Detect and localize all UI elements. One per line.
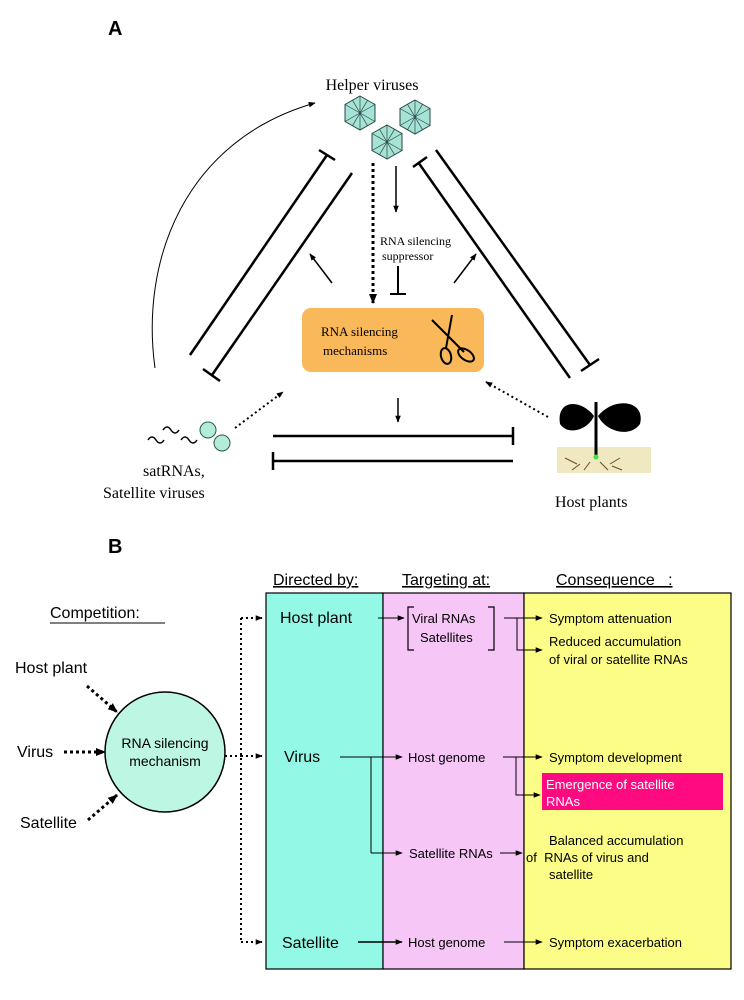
consequence-emergence-1: Emergence of satellite	[546, 777, 675, 792]
suppressor-label-2: suppressor	[382, 249, 433, 263]
suppressor-inhibition	[390, 266, 406, 295]
targeting-column	[382, 592, 525, 970]
directed-virus: Virus	[284, 749, 320, 766]
target-bracket	[407, 606, 495, 651]
curved-arrow	[151, 102, 316, 369]
consequence-balanced-2: of RNAs of virus and	[526, 850, 649, 865]
directed-satellite: Satellite	[282, 935, 339, 952]
consequence-balanced-1: Balanced accumulation	[549, 833, 683, 848]
header-consequence: Consequence :	[556, 572, 673, 589]
competitor-satellite: Satellite	[20, 815, 77, 832]
sat-label-1: satRNAs,	[143, 463, 205, 480]
left-inhibition-lines	[188, 148, 354, 383]
plant-icon	[557, 402, 651, 473]
targets-to-consequence-arrows	[500, 615, 543, 945]
left-small-arrow	[309, 253, 333, 284]
virus-to-satellite-rnas-arrow	[370, 757, 403, 856]
rna-silencing-circle	[104, 691, 226, 813]
satellite-to-circle-arrow	[87, 793, 118, 822]
circle-label-2: mechanism	[129, 753, 201, 769]
right-small-arrow	[453, 253, 477, 284]
sat-label-2: Satellite viruses	[103, 485, 205, 502]
right-inhibition-lines	[412, 149, 600, 379]
directed-column	[265, 592, 384, 970]
circle-label-1: RNA silencing	[121, 735, 208, 751]
circle-fanout	[225, 615, 263, 945]
consequence-symptom-development: Symptom development	[549, 750, 682, 765]
mechanisms-label-1: RNA silencing	[321, 324, 398, 339]
mechanisms-label-2: mechanisms	[323, 343, 387, 358]
competition-label: Competition:	[50, 605, 140, 622]
target-satellite-rnas: Satellite RNAs	[409, 846, 493, 861]
panel-a-label: A	[108, 18, 122, 40]
host-to-circle-arrow	[86, 684, 118, 714]
target-host-genome-2: Host genome	[408, 935, 485, 950]
suppressor-label-1: RNA silencing	[380, 234, 451, 248]
consequence-symptom-exacerbation: Symptom exacerbation	[549, 935, 682, 950]
horizontal-inhibition-lines	[271, 427, 515, 470]
panel-b-label: B	[108, 536, 122, 558]
emergence-highlight	[542, 773, 723, 810]
competitor-virus: Virus	[17, 744, 53, 761]
directed-host-plant: Host plant	[280, 610, 353, 627]
consequence-emergence-2: RNAs	[546, 794, 580, 809]
host-plants-label: Host plants	[555, 494, 627, 511]
helper-viruses-label: Helper viruses	[326, 77, 419, 94]
satellite-particle-icon	[147, 421, 231, 452]
scissors-icon	[431, 314, 475, 365]
host-dotted-arrow	[485, 381, 549, 418]
consequence-balanced-3: satellite	[549, 867, 593, 882]
header-targeting: Targeting at:	[402, 572, 490, 589]
competitor-host-plant: Host plant	[15, 660, 88, 677]
icosahedral-virus-icon	[344, 95, 431, 160]
target-host-genome-1: Host genome	[408, 750, 485, 765]
rna-silencing-box	[302, 308, 484, 372]
target-viral-rnas: Viral RNAs	[412, 611, 476, 626]
sat-dotted-arrow	[234, 391, 284, 429]
header-directed: Directed by:	[273, 572, 358, 589]
consequence-symptom-attenuation: Symptom attenuation	[549, 611, 672, 626]
consequence-reduced-2: of viral or satellite RNAs	[549, 652, 688, 667]
target-satellites: Satellites	[420, 630, 473, 645]
consequence-reduced-1: Reduced accumulation	[549, 634, 681, 649]
